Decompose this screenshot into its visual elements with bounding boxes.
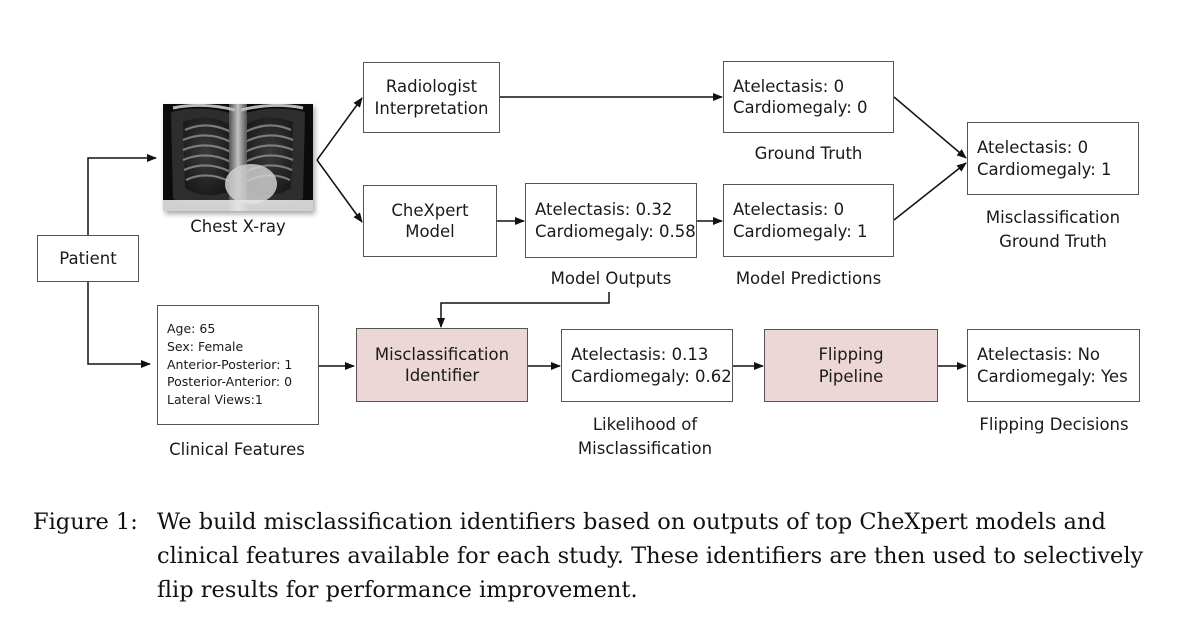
misclass-gt-label-line-2: Ground Truth xyxy=(999,231,1107,251)
clinical-features-box: Age: 65 Sex: Female Anterior-Posterior: … xyxy=(157,305,319,425)
flipping-decisions-box: Atelectasis: No Cardiomegaly: Yes xyxy=(967,329,1140,402)
likelihood-atelectasis: Atelectasis: 0.13 xyxy=(571,345,709,365)
misclass-gt-atelectasis: Atelectasis: 0 xyxy=(977,138,1089,158)
arrow-xray-to-chexpert xyxy=(316,159,363,223)
arrow-groundtruth-to-misclassgt xyxy=(893,96,967,159)
model-outputs-label: Model Outputs xyxy=(550,269,672,288)
misclassification-identifier-box: Misclassification Identifier xyxy=(356,328,528,402)
clinical-age: Age: 65 xyxy=(167,321,216,336)
likelihood-label-line-2: Misclassification xyxy=(577,438,713,458)
flipping-pipeline-box: Flipping Pipeline xyxy=(764,329,938,402)
radiologist-line-1: Radiologist xyxy=(385,77,478,97)
identifier-line-2: Identifier xyxy=(404,366,480,385)
ground-truth-box: Atelectasis: 0 Cardiomegaly: 0 xyxy=(723,61,894,133)
flipping-decisions-label: Flipping Decisions xyxy=(979,415,1129,434)
decisions-cardiomegaly: Cardiomegaly: Yes xyxy=(977,366,1128,386)
chest-xray-label: Chest X-ray xyxy=(190,217,286,236)
patient-label: Patient xyxy=(59,248,117,268)
identifier-line-1: Misclassification xyxy=(374,344,510,364)
clinical-features-label: Clinical Features xyxy=(169,440,305,459)
chexpert-line-1: CheXpert xyxy=(391,200,469,220)
ground-truth-cardiomegaly: Cardiomegaly: 0 xyxy=(733,98,868,117)
likelihood-label-line-1: Likelihood of xyxy=(592,415,698,434)
flipping-line-1: Flipping xyxy=(818,345,884,365)
model-predictions-label: Model Predictions xyxy=(735,269,882,288)
misclass-gt-label-line-1: Misclassification xyxy=(985,208,1121,227)
clinical-pa: Posterior-Anterior: 0 xyxy=(167,374,293,390)
flipping-line-2: Pipeline xyxy=(818,366,884,386)
misclassification-ground-truth-box: Atelectasis: 0 Cardiomegaly: 1 xyxy=(967,122,1139,195)
arrow-outputs-to-identifier xyxy=(437,292,610,328)
model-outputs-cardiomegaly: Cardiomegaly: 0.58 xyxy=(535,221,696,241)
chest-xray-image xyxy=(163,104,313,211)
model-outputs-atelectasis: Atelectasis: 0.32 xyxy=(535,200,673,220)
misclassification-ground-truth-label: Misclassification Ground Truth xyxy=(953,206,1153,254)
arrow-xray-to-radiologist xyxy=(316,97,363,161)
clinical-ap: Anterior-Posterior: 1 xyxy=(167,356,293,372)
model-predictions-box: Atelectasis: 0 Cardiomegaly: 1 xyxy=(723,184,894,257)
model-predictions-atelectasis: Atelectasis: 0 xyxy=(733,200,845,220)
caption-text: We build misclassification identifiers b… xyxy=(157,509,1144,603)
clinical-lateral: Lateral Views:1 xyxy=(167,392,263,407)
radiologist-line-2: Interpretation xyxy=(374,98,489,118)
ground-truth-label: Ground Truth xyxy=(754,144,863,163)
likelihood-cardiomegaly: Cardiomegaly: 0.62 xyxy=(571,366,732,386)
ground-truth-atelectasis: Atelectasis: 0 xyxy=(733,76,845,96)
patient-box: Patient xyxy=(37,235,139,282)
likelihood-label: Likelihood of Misclassification xyxy=(545,413,745,461)
chexpert-line-2: Model xyxy=(405,222,455,241)
decisions-atelectasis: Atelectasis: No xyxy=(977,345,1101,365)
arrow-predictions-to-misclassgt xyxy=(893,162,967,221)
misclass-gt-cardiomegaly: Cardiomegaly: 1 xyxy=(977,159,1112,179)
arrow-patient-to-clinical xyxy=(87,282,151,368)
likelihood-box: Atelectasis: 0.13 Cardiomegaly: 0.62 xyxy=(561,329,733,402)
caption-label: Figure 1: xyxy=(33,509,138,535)
model-predictions-cardiomegaly: Cardiomegaly: 1 xyxy=(733,221,868,241)
radiologist-box: Radiologist Interpretation xyxy=(363,62,500,133)
arrow-patient-to-xray xyxy=(87,154,157,236)
model-outputs-box: Atelectasis: 0.32 Cardiomegaly: 0.58 xyxy=(525,183,697,258)
chexpert-box: CheXpert Model xyxy=(363,185,497,257)
clinical-sex: Sex: Female xyxy=(167,338,244,354)
